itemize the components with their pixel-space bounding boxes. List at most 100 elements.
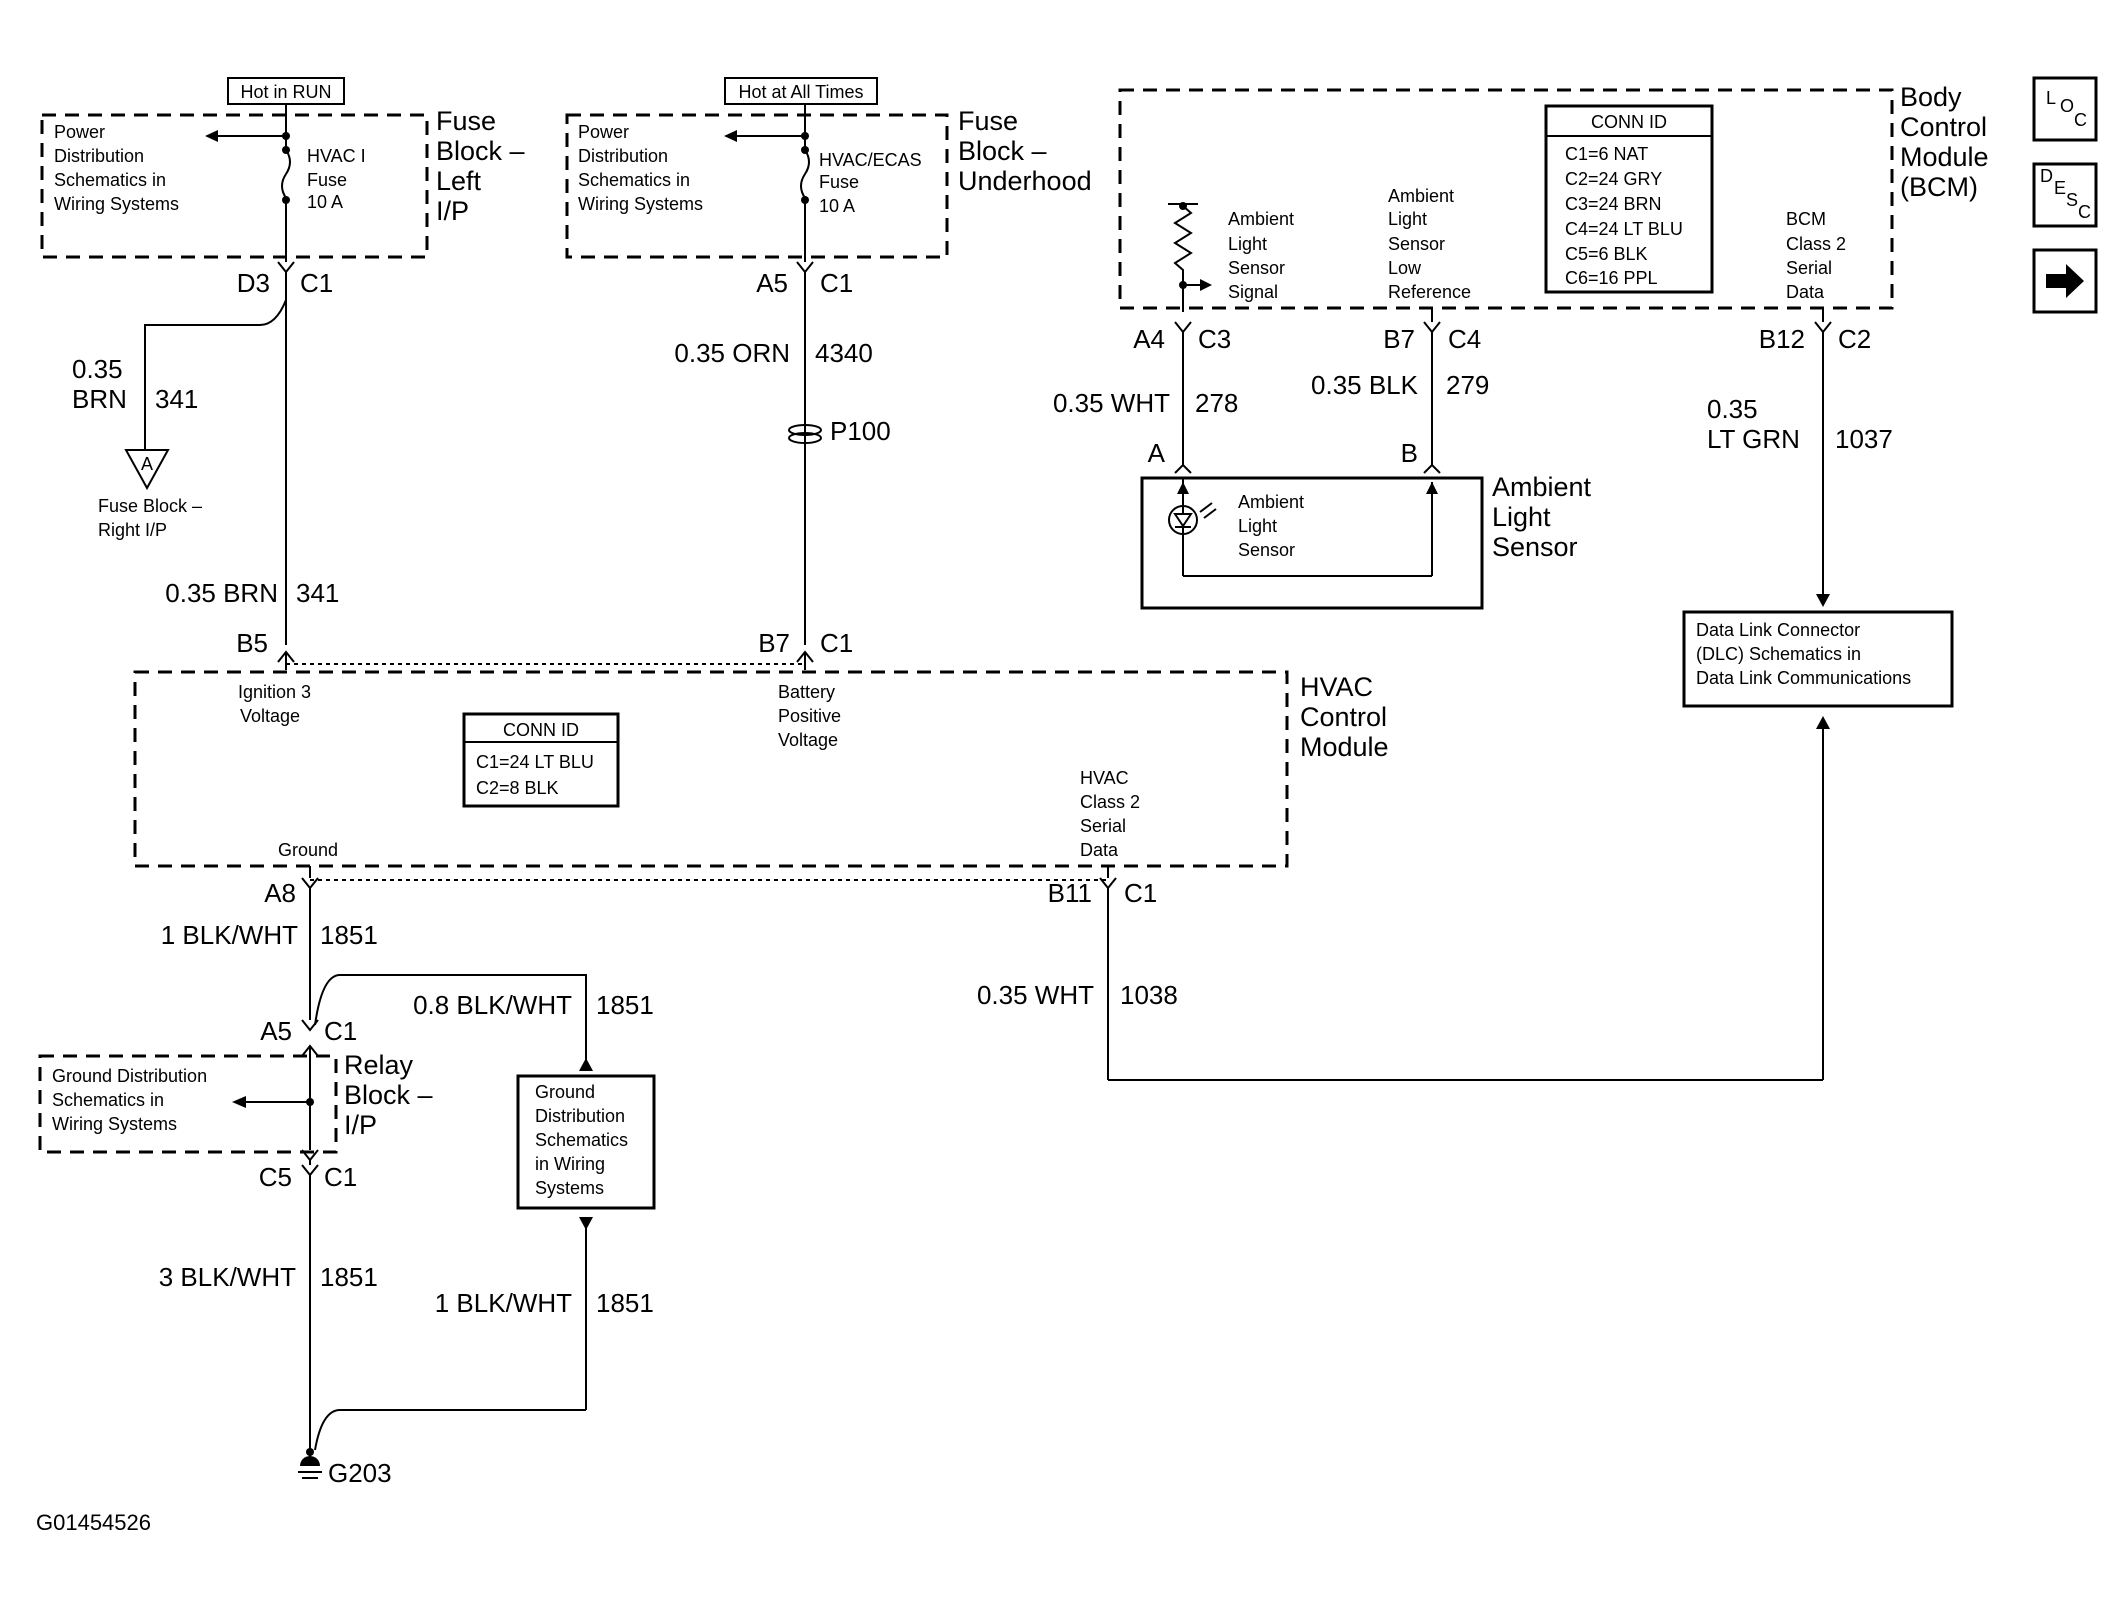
power-distribution-underhood-label: Power Distribution Schematics in Wiring … [578,122,703,214]
wire-1851-branch [314,974,587,1060]
hvac-ecas-fuse-label: HVAC/ECAS Fuse 10 A [819,150,927,216]
g203-label: G203 [328,1458,392,1488]
connector-d3: D3 [237,268,270,298]
connector-c5: C5 [259,1162,292,1192]
wire-1037-size: 0.35 LT GRN [1707,394,1800,454]
svg-text:1851: 1851 [596,1288,654,1318]
connector-b7-hvac: B7 [758,628,790,658]
bcm-signal-label: Ambient Light Sensor Signal [1228,209,1299,302]
description-button[interactable]: D E S C [2032,162,2098,228]
wire-341-size: 0.35 BRN [72,354,130,414]
sensor-pin-b: B [1401,438,1418,468]
bcm-low-reference-label: Ambient Light Sensor Low Reference [1388,186,1471,302]
wire-341-number: 341 [155,384,198,414]
svg-text:1038: 1038 [1120,980,1178,1010]
hot-at-all-times-box [724,77,878,105]
connector-c1: C1 [300,268,333,298]
bcm-conn-id-values: C1=6 NAT C2=24 GRY C3=24 BRN C4=24 LT BL… [1565,144,1688,288]
hvac-fuse-label: HVAC I Fuse 10 A [307,146,371,212]
location-button[interactable]: L O C [2032,76,2098,142]
battery-positive-voltage-label: Battery Positive Voltage [778,682,846,750]
next-button[interactable] [2032,248,2098,314]
ground-distribution-left-label: Ground Distribution Schematics in Wiring… [52,1066,212,1134]
hvac-ecas-fuse-symbol [800,149,810,199]
bcm-class2-label: BCM Class 2 Serial Data [1786,209,1851,302]
ground-distribution-box [516,1074,656,1210]
p100-label: P100 [830,416,891,446]
wire-1851-return [314,1409,586,1451]
dlc-label: Data Link Connector (DLC) Schematics in … [1696,620,1911,688]
wire-1851-branch-label: 0.8 BLK/WHT [413,990,572,1020]
svg-text:341: 341 [296,578,339,608]
connector-a8: A8 [264,878,296,908]
svg-text:A: A [141,454,153,474]
wire-4340-label: 0.35 ORN [674,338,790,368]
svg-text:C: C [2078,202,2091,222]
svg-text:L: L [2046,88,2056,108]
svg-text:C1: C1 [324,1162,357,1192]
relay-block-label: Relay Block – I/P [344,1050,440,1140]
svg-text:1851: 1851 [596,990,654,1020]
fuse-block-left-label: Fuse Block – Left I/P [436,106,532,226]
svg-text:279: 279 [1446,370,1489,400]
svg-text:CONN ID: CONN ID [1591,112,1667,132]
svg-text:C1: C1 [820,628,853,658]
bcm-label: Body Control Module (BCM) [1900,82,1996,202]
ambient-light-sensor-inner-label: Ambient Light Sensor [1238,492,1309,560]
ground-label: Ground [278,840,338,860]
p100-splice [788,424,822,436]
connector-a5-top: A5 [756,268,788,298]
svg-text:C1: C1 [1124,878,1157,908]
hvac-class2-label: HVAC Class 2 Serial Data [1080,768,1145,860]
svg-text:C2: C2 [1838,324,1871,354]
svg-text:C3: C3 [1198,324,1231,354]
fuse-block-left-box [40,113,429,259]
connector-a4: A4 [1133,324,1165,354]
fuse-block-right-ref [124,449,170,491]
hvac-conn-id-values: C1=24 LT BLU C2=8 BLK [476,752,599,798]
connector-a5-relay: A5 [260,1016,292,1046]
ambient-light-sensor-title: Ambient Light Sensor [1492,472,1599,562]
wire-1038-label: 0.35 WHT [977,980,1094,1010]
hot-at-all-times-label: Hot at All Times [738,82,863,102]
ground-distribution-box-label: Ground Distribution Schematics in Wiring… [535,1082,633,1198]
bcm-box [1118,88,1894,310]
ambient-light-sensor-box [1140,476,1484,610]
hot-in-run-label: Hot in RUN [240,82,331,102]
hvac-fuse-symbol [281,149,291,199]
arrow-right-icon [2046,264,2084,298]
bcm-pullup-resistor [1173,205,1193,312]
wire-1851-return-label: 1 BLK/WHT [435,1288,572,1318]
svg-text:C1: C1 [324,1016,357,1046]
photodiode-icon [1168,505,1198,535]
connector-b12: B12 [1759,324,1805,354]
svg-text:O: O [2060,96,2074,116]
svg-text:1851: 1851 [320,1262,378,1292]
svg-text:S: S [2066,190,2078,210]
ignition-3-voltage-label: Ignition 3 Voltage [238,682,316,726]
svg-text:CONN ID: CONN ID [503,720,579,740]
wire-278-label: 0.35 WHT [1053,388,1170,418]
dlc-box [1682,610,1954,708]
wire-341-lower-label: 0.35 BRN [165,578,278,608]
wire-1851-lower-label: 3 BLK/WHT [159,1262,296,1292]
relay-block-box [38,1054,338,1154]
connector-b11: B11 [1048,878,1092,908]
wire-279-label: 0.35 BLK [1311,370,1419,400]
power-distribution-left-label: Power Distribution Schematics in Wiring … [54,122,179,214]
fuse-block-right-label: Fuse Block – Right I/P [98,496,207,540]
sensor-pin-a: A [1148,438,1166,468]
svg-text:278: 278 [1195,388,1238,418]
svg-text:C4: C4 [1448,324,1481,354]
hvac-control-module-label: HVAC Control Module [1300,672,1395,762]
hvac-conn-id-table [462,712,620,808]
svg-text:E: E [2054,178,2066,198]
wire-1037-number: 1037 [1835,424,1893,454]
connector-b7-bcm: B7 [1383,324,1415,354]
wire-1851-upper-label: 1 BLK/WHT [161,920,298,950]
fuse-block-underhood-box [565,113,949,259]
svg-text:1851: 1851 [320,920,378,950]
figure-id: G01454526 [36,1510,151,1535]
wire-341-branch [144,299,287,450]
